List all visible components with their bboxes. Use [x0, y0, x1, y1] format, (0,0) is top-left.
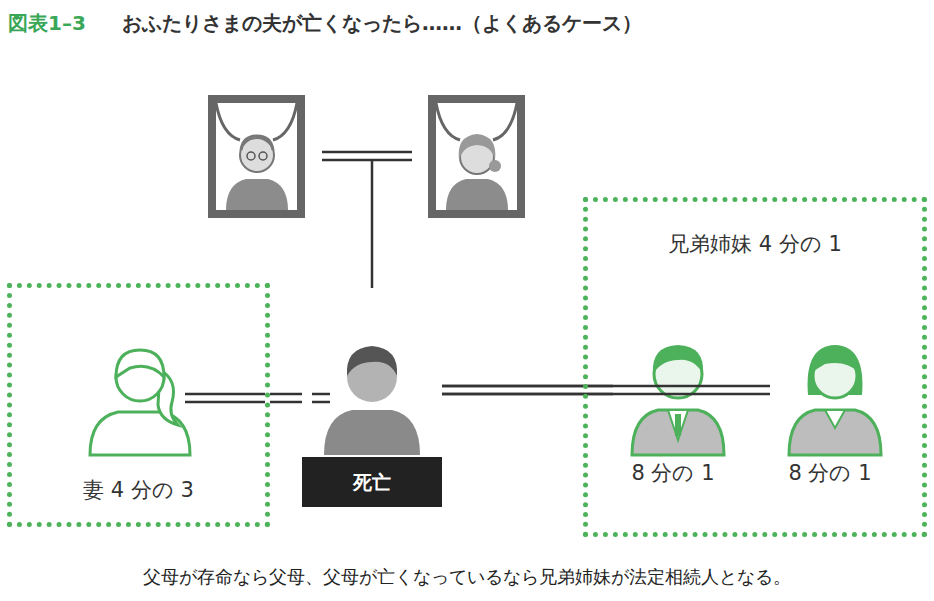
father-portrait [212, 99, 301, 214]
share-label: 8 分の 1 [770, 459, 890, 487]
person-box: 8 分の 1 [770, 330, 890, 505]
sister-figure [789, 345, 881, 455]
marriage-line [442, 386, 770, 394]
title: おふたりさまの夫が亡くなったら……（よくあるケース） [122, 10, 642, 37]
group-heading: 兄弟姉妹 4 分の 1 [588, 230, 922, 258]
brother-figure [632, 345, 724, 455]
status-label: 死亡 [302, 457, 442, 507]
mother-portrait [432, 99, 521, 214]
person-box: 8 分の 1 [613, 330, 733, 505]
heir-group-box: 兄弟姉妹 4 分の 1 8 分の 1 8 分の 1 [583, 197, 927, 537]
wife-figure [90, 350, 190, 455]
heir-group-box: 妻 4 分の 3 [7, 283, 270, 527]
figure-number: 図表1–3 [8, 10, 86, 37]
husband-figure [324, 346, 420, 455]
caption: 父母が存命なら父母、父母が亡くなっているなら兄弟姉妹が法定相続人となる。 [0, 565, 934, 589]
share-label: 妻 4 分の 3 [12, 476, 265, 504]
share-label: 8 分の 1 [613, 459, 733, 487]
deceased-box: 死亡 [302, 338, 442, 507]
family-lines [185, 152, 412, 402]
marriage-line [270, 394, 302, 402]
